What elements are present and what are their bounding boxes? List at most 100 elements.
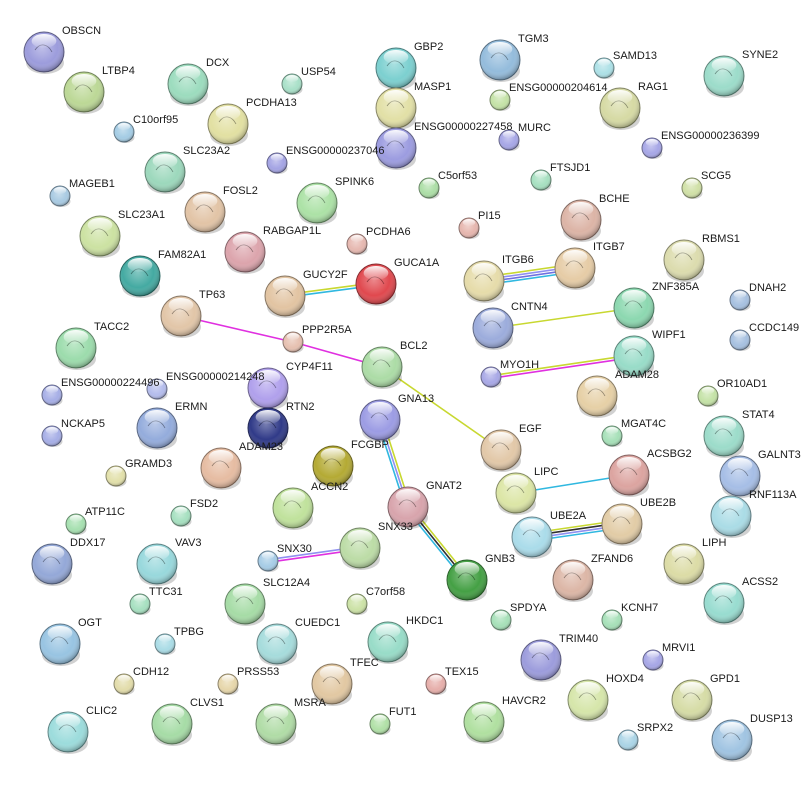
node-ube2a[interactable] — [511, 516, 553, 559]
edge-myo1h-wipf1[interactable] — [490, 353, 635, 380]
node-bche[interactable] — [560, 199, 602, 242]
node-slc23a1[interactable] — [79, 215, 121, 258]
node-myo1h[interactable] — [480, 366, 502, 388]
node-trim40[interactable] — [520, 639, 562, 682]
node-hoxd4[interactable] — [567, 679, 609, 722]
node-gpd1[interactable] — [671, 679, 713, 722]
node-mrvi1[interactable] — [642, 649, 664, 671]
node-ppp2r5a[interactable] — [282, 331, 304, 353]
node-kcnh7[interactable] — [601, 609, 623, 631]
node-ermn[interactable] — [136, 407, 178, 450]
node-gna13[interactable] — [359, 399, 401, 442]
node-gramd3[interactable] — [105, 465, 127, 487]
node-wipf1[interactable] — [613, 335, 655, 378]
node-ltbp4[interactable] — [63, 71, 105, 114]
node-masp1[interactable] — [375, 87, 417, 130]
node-rabgap1l[interactable] — [224, 231, 266, 274]
node-itgb7[interactable] — [554, 247, 596, 290]
node-nckap5[interactable] — [41, 425, 63, 447]
node-c10orf95[interactable] — [113, 121, 135, 143]
node-ensg00000236399[interactable] — [641, 137, 663, 159]
node-rnf113a[interactable] — [710, 495, 752, 538]
node-snx30[interactable] — [257, 550, 279, 572]
node-dusp13[interactable] — [711, 719, 753, 762]
node-samd13[interactable] — [593, 57, 615, 79]
node-tp63[interactable] — [160, 295, 202, 338]
node-fcgbp[interactable] — [312, 445, 354, 488]
node-havcr2[interactable] — [463, 701, 505, 744]
node-atp11c[interactable] — [65, 513, 87, 535]
node-fam82a1[interactable] — [119, 255, 161, 298]
node-slc12a4[interactable] — [224, 583, 266, 626]
edge-cntn4-znf385a[interactable] — [492, 307, 635, 329]
node-ensg00000214248[interactable] — [146, 378, 168, 400]
node-ddx17[interactable] — [31, 543, 73, 586]
node-zfand6[interactable] — [552, 559, 594, 602]
node-tex15[interactable] — [425, 673, 447, 695]
node-znf385a[interactable] — [613, 287, 655, 330]
node-cuedc1[interactable] — [256, 623, 298, 666]
node-gnat2[interactable] — [387, 486, 429, 529]
node-dnah2[interactable] — [729, 289, 751, 311]
node-ensg00000237046[interactable] — [266, 152, 288, 174]
node-gbp2[interactable] — [375, 47, 417, 90]
node-ogt[interactable] — [39, 623, 81, 666]
node-rbms1[interactable] — [663, 239, 705, 282]
node-fut1[interactable] — [369, 713, 391, 735]
node-or10ad1[interactable] — [697, 385, 719, 407]
node-clvs1[interactable] — [151, 703, 193, 746]
node-hkdc1[interactable] — [367, 621, 409, 664]
node-spdya[interactable] — [490, 609, 512, 631]
node-guca1a[interactable] — [355, 263, 397, 306]
node-stat4[interactable] — [703, 415, 745, 458]
node-mageb1[interactable] — [49, 185, 71, 207]
node-tfec[interactable] — [311, 663, 353, 706]
node-cdh12[interactable] — [113, 673, 135, 695]
node-bcl2[interactable] — [361, 346, 403, 389]
node-liph[interactable] — [663, 543, 705, 586]
node-slc23a2[interactable] — [144, 151, 186, 194]
node-adam23[interactable] — [200, 447, 242, 490]
node-acsbg2[interactable] — [608, 454, 650, 497]
node-spink6[interactable] — [296, 182, 338, 225]
node-ttc31[interactable] — [129, 593, 151, 615]
node-galnt3[interactable] — [719, 455, 761, 498]
node-rtn2[interactable] — [247, 407, 289, 450]
node-ube2b[interactable] — [601, 503, 643, 546]
node-ensg00000227458[interactable] — [375, 127, 417, 170]
node-fosl2[interactable] — [184, 191, 226, 234]
node-ensg00000204614[interactable] — [489, 89, 511, 111]
node-murc[interactable] — [498, 129, 520, 151]
node-snx33[interactable] — [339, 527, 381, 570]
node-srpx2[interactable] — [617, 729, 639, 751]
node-adam28[interactable] — [576, 375, 618, 418]
node-pi15[interactable] — [458, 217, 480, 239]
node-prss53[interactable] — [217, 673, 239, 695]
node-msra[interactable] — [255, 703, 297, 746]
node-gucy2f[interactable] — [264, 275, 306, 318]
node-itgb6[interactable] — [463, 260, 505, 303]
node-clic2[interactable] — [47, 711, 89, 754]
node-ftsjd1[interactable] — [530, 169, 552, 191]
node-tpbg[interactable] — [154, 633, 176, 655]
node-cntn4[interactable] — [472, 307, 514, 350]
node-pcdha6[interactable] — [346, 233, 368, 255]
node-scg5[interactable] — [681, 177, 703, 199]
node-syne2[interactable] — [703, 55, 745, 98]
node-rag1[interactable] — [599, 87, 641, 130]
node-usp54[interactable] — [281, 73, 303, 95]
edge-bcl2-egf[interactable] — [381, 366, 502, 451]
node-gnb3[interactable] — [446, 559, 488, 602]
node-ensg00000224496[interactable] — [41, 384, 63, 406]
node-tacc2[interactable] — [55, 327, 97, 370]
node-dcx[interactable] — [167, 63, 209, 106]
node-c7orf58[interactable] — [346, 593, 368, 615]
node-c5orf53[interactable] — [418, 177, 440, 199]
node-pcdha13[interactable] — [207, 103, 249, 146]
node-vav3[interactable] — [136, 543, 178, 586]
node-accn2[interactable] — [272, 487, 314, 530]
node-ccdc149[interactable] — [729, 329, 751, 351]
node-mgat4c[interactable] — [601, 425, 623, 447]
node-lipc[interactable] — [495, 472, 537, 515]
node-egf[interactable] — [480, 429, 522, 472]
